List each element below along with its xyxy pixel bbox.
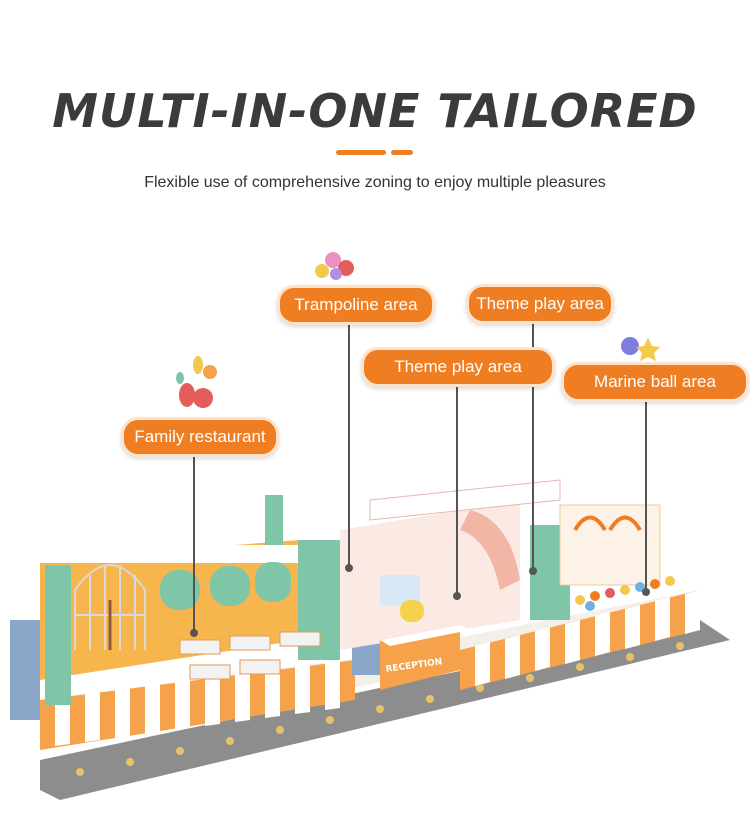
trampoline-leader [345, 318, 353, 572]
label-trampoline-area: Trampoline area [277, 285, 435, 325]
slide [460, 510, 520, 590]
label-family-restaurant: Family restaurant [121, 417, 279, 457]
label-marine-ball-area: Marine ball area [561, 362, 749, 402]
balloon-pair-decoration [621, 337, 660, 361]
family-restaurant-leader [190, 448, 198, 637]
title-underline-long [336, 150, 386, 155]
balloon-dog-decoration [176, 356, 217, 408]
floor-lights [76, 642, 684, 776]
reception-desk [380, 600, 470, 690]
marine-structure [559, 504, 661, 586]
ball-pit [575, 576, 675, 611]
page-subtitle: Flexible use of comprehensive zoning to … [144, 174, 606, 191]
wall-trim [40, 545, 300, 563]
striped-front-wall [40, 590, 700, 750]
theme-play-leader-lower [453, 378, 461, 600]
page-title: MULTI-IN-ONE TAILORED [52, 84, 698, 138]
balloon-cluster-decoration [315, 252, 354, 280]
marine-ball-leader [642, 392, 650, 596]
restaurant-tables [179, 631, 321, 680]
label-theme-play-area-lower: Theme play area [361, 347, 555, 387]
restaurant-windows [160, 562, 291, 610]
theme-play-leader-upper [529, 315, 537, 575]
theme-roof [369, 479, 561, 521]
title-underline-short [391, 150, 413, 155]
label-theme-play-area-upper: Theme play area [466, 284, 614, 324]
